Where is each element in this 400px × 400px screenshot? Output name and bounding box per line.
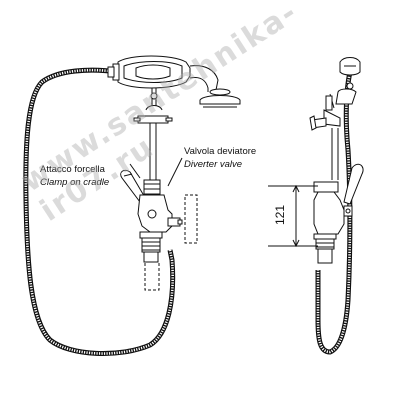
clamp-label-italian: Attacco forcella <box>40 164 105 175</box>
valve-label-english: Diverter valve <box>184 159 243 170</box>
cradle-hook <box>145 88 163 111</box>
concealed-pipe-outline <box>144 194 198 291</box>
dimension-121 <box>268 184 318 248</box>
valve-side <box>313 163 364 264</box>
flexible-hose-left <box>23 67 176 357</box>
front-view <box>23 55 241 357</box>
side-view <box>268 57 364 355</box>
hand-shower-side <box>309 57 361 131</box>
valve-label-italian: Valvola deviatore <box>184 146 257 157</box>
riser-side <box>331 128 339 180</box>
dimension-label: 121 <box>273 204 288 226</box>
hand-shower <box>107 55 241 108</box>
clamp-label-english: Clamp on cradle <box>40 177 110 188</box>
flexible-hose-right <box>315 71 353 355</box>
riser-column <box>133 115 173 195</box>
valve-body <box>137 194 183 263</box>
